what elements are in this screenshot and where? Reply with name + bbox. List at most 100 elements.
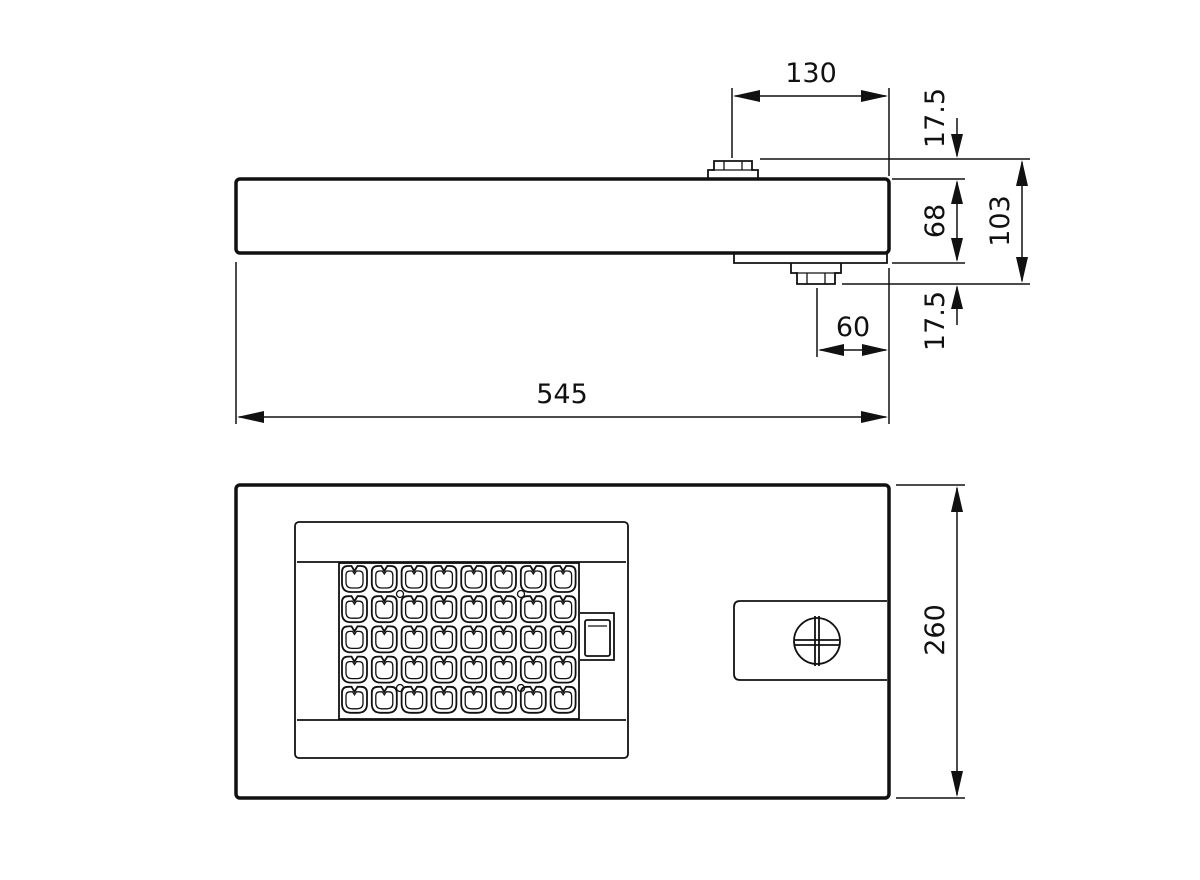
led-lens-inner [553, 570, 573, 589]
led-lens-inner [464, 630, 483, 650]
led-lens [490, 595, 517, 624]
led-lens [460, 625, 488, 654]
led-lens-inner [464, 660, 483, 680]
led-lens-inner [524, 600, 543, 619]
led-lens [430, 565, 458, 593]
led-lens [430, 625, 458, 654]
led-lens [341, 685, 368, 714]
led-lens [370, 595, 398, 624]
fixing-knob-icon [793, 617, 841, 665]
led-lens [549, 565, 577, 593]
led-lens-inner [434, 691, 454, 710]
screw-marker [516, 683, 526, 693]
side-view-dimensions: 130 17.5 68 103 17.5 60 545 [235, 58, 1030, 424]
led-lens-inner [345, 660, 364, 680]
led-lens [341, 595, 368, 624]
led-lens [490, 655, 517, 684]
optic-connector [580, 612, 615, 661]
plan-view [234, 483, 891, 800]
led-lens [490, 625, 517, 654]
connection-box [733, 600, 887, 681]
optic-module [294, 521, 629, 759]
led-lens-inner [524, 660, 543, 680]
led-lens-inner [345, 630, 364, 650]
led-lens-inner [524, 630, 543, 650]
led-lens [549, 685, 577, 714]
led-lens-inner [553, 600, 573, 619]
led-lens [549, 625, 577, 654]
led-lens [549, 595, 577, 624]
led-lens [490, 565, 517, 593]
plan-view-dimensions: 260 [896, 484, 965, 799]
led-lens [460, 595, 488, 624]
led-lens-inner [375, 660, 394, 680]
led-lens-inner [434, 630, 454, 650]
led-lens [519, 655, 547, 684]
led-lens-inner [524, 691, 543, 710]
plan-view-housing [234, 483, 891, 800]
led-lens [430, 595, 458, 624]
led-lens [519, 565, 547, 593]
side-view [234, 160, 891, 285]
led-lens-inner [345, 600, 364, 619]
led-lens [549, 655, 577, 684]
side-view-housing [234, 177, 891, 255]
led-lens [370, 655, 398, 684]
led-lens [341, 655, 368, 684]
led-lens-inner [524, 570, 543, 589]
dim-bottom-offset-label: 60 [836, 312, 870, 343]
led-lens-inner [494, 570, 513, 589]
led-lens-grid [341, 565, 577, 714]
led-lens-inner [553, 691, 573, 710]
screw-marker [516, 589, 526, 599]
led-lens [370, 565, 398, 593]
led-lens [400, 655, 428, 684]
led-lens-inner [345, 570, 364, 589]
led-lens-inner [464, 600, 483, 619]
led-lens [370, 625, 398, 654]
dim-overall-length-label: 545 [536, 379, 588, 410]
led-lens-inner [375, 630, 394, 650]
led-lens-inner [404, 691, 424, 710]
led-lens-inner [434, 660, 454, 680]
bottom-mounting-stud [790, 263, 842, 285]
led-lens-inner [404, 600, 424, 619]
led-lens [400, 625, 428, 654]
led-lens-inner [494, 660, 513, 680]
led-lens-inner [464, 570, 483, 589]
led-lens-inner [434, 600, 454, 619]
led-lens-inner [553, 660, 573, 680]
led-lens-inner [375, 570, 394, 589]
led-lens-inner [494, 691, 513, 710]
dim-top-offset-label: 130 [785, 58, 837, 89]
led-lens [460, 565, 488, 593]
led-lens [519, 595, 547, 624]
led-lens [430, 685, 458, 714]
led-lens-inner [375, 600, 394, 619]
led-lens-inner [464, 691, 483, 710]
screw-marker [395, 683, 405, 693]
led-lens-inner [434, 570, 454, 589]
dim-body-height-label: 68 [920, 204, 951, 238]
led-lens-inner [494, 630, 513, 650]
dim-bottom-stud-label: 17.5 [920, 291, 951, 351]
led-lens-inner [375, 691, 394, 710]
led-lens [490, 685, 517, 714]
led-lens-inner [404, 660, 424, 680]
led-lens [370, 685, 398, 714]
dim-top-stud-label: 17.5 [920, 88, 951, 148]
led-lens [460, 655, 488, 684]
led-lens-inner [553, 630, 573, 650]
led-lens [341, 565, 368, 593]
led-lens [400, 595, 428, 624]
led-lens [460, 685, 488, 714]
led-lens-inner [494, 600, 513, 619]
side-view-step-plate [733, 253, 888, 264]
led-lens [519, 625, 547, 654]
led-lens [430, 655, 458, 684]
led-lens-inner [404, 630, 424, 650]
led-lens [400, 565, 428, 593]
led-lens [341, 625, 368, 654]
led-lens-inner [345, 691, 364, 710]
